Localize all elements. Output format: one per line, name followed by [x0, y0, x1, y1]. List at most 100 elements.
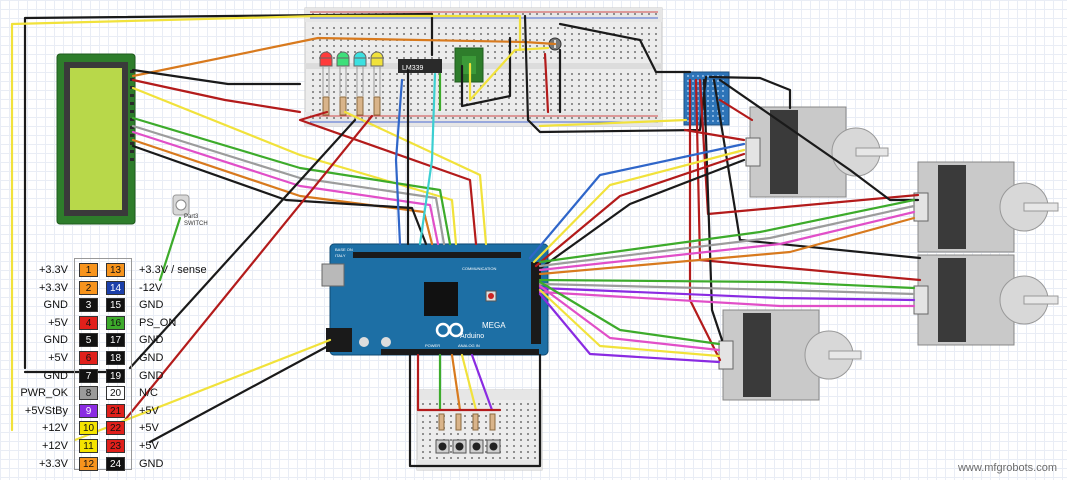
atx-pin-label-left: +12V: [42, 422, 68, 435]
wire: [538, 284, 721, 352]
atx-pin-label-left: GND: [43, 369, 68, 382]
atx-pin-number: 15: [106, 298, 125, 313]
resistor-group: [322, 96, 381, 116]
arduino-analog-header: ANALOG IN: [458, 343, 480, 348]
wire: [131, 86, 458, 246]
atx-pin-number: 8: [79, 386, 98, 401]
atx-pin-label-left: +5V: [48, 316, 68, 329]
atx-pin-label-right: GND: [139, 352, 164, 364]
arduino-mega-board: [321, 243, 549, 356]
atx-pin-label-left: +3.3V: [38, 281, 68, 294]
atx-pin-number: 11: [79, 439, 98, 453]
switch-label-line1: Part3: [184, 214, 199, 220]
atx-pin-label-left: GND: [43, 334, 68, 347]
wire: [538, 118, 688, 128]
power-switch: [172, 194, 190, 216]
atx-connector-frame: [74, 258, 132, 470]
wire: [131, 124, 446, 246]
wire: [131, 144, 428, 246]
wire: [702, 78, 724, 342]
atx-pin-number: 6: [79, 351, 98, 365]
arduino-model: MEGA: [482, 321, 506, 330]
wire: [534, 152, 746, 268]
atx-pin-number: 22: [106, 421, 125, 436]
atx-pin-label-left: +5V: [48, 352, 68, 364]
atx-pin-label-right: GND: [139, 299, 164, 312]
wire: [450, 353, 462, 412]
atx-pin-number: 7: [79, 368, 98, 383]
atx-pin-label-right: PS_ON: [139, 316, 177, 329]
wire: [468, 46, 550, 102]
wire: [131, 138, 434, 246]
atx-pin-label-left: +5VStBy: [24, 404, 68, 417]
wire: [538, 216, 916, 276]
atx-pin-label-left: +3.3V: [38, 457, 68, 470]
atx-pin-label-right: +5V: [139, 422, 159, 435]
wire: [418, 72, 437, 246]
atx-pin-label-left: GND: [43, 299, 68, 312]
atx-pin-number: 16: [106, 315, 125, 330]
push-button-group: [435, 413, 501, 454]
atx-pin-number: 5: [79, 333, 98, 348]
wire: [131, 116, 452, 246]
wire: [538, 210, 916, 272]
atx-pin-number: 3: [79, 298, 98, 313]
arduino-brand: Arduino: [460, 333, 484, 340]
wire: [131, 36, 557, 78]
wire: [558, 22, 692, 74]
arduino-pcb-text: ITALY: [335, 253, 346, 258]
wire: [416, 353, 502, 412]
stepper-motor-1: [745, 106, 889, 198]
atx-pin-number: 20: [106, 386, 125, 401]
wire: [538, 282, 916, 296]
wire: [10, 14, 522, 432]
atx-pin-label-left: +12V: [42, 440, 68, 452]
wire: [538, 198, 916, 264]
atx-pin-label-right: GND: [139, 457, 164, 470]
wire: [683, 128, 746, 142]
wire: [538, 280, 721, 346]
wire: [538, 292, 721, 364]
atx-pin-label-right: GND: [139, 369, 164, 382]
atx-pin-number: 24: [106, 456, 125, 471]
wire: [343, 110, 488, 246]
atx-pin-number: 10: [79, 421, 98, 436]
wire: [538, 204, 916, 268]
wire: [532, 148, 746, 264]
atx-pin-label-left: +3.3V: [38, 264, 68, 276]
wire: [712, 78, 922, 260]
wire: [470, 353, 494, 412]
bottom-breadboard: [416, 389, 543, 471]
switch-label: Part3 SWITCH: [184, 214, 208, 228]
stepper-motor-4: [718, 309, 862, 401]
wire: [131, 68, 302, 86]
comparator-ic: LM339: [398, 59, 442, 73]
wire: [298, 110, 478, 246]
wire: [538, 288, 721, 358]
atx-pin-label-right: +5V: [139, 404, 159, 417]
wire: [543, 52, 550, 114]
wire: [131, 130, 440, 246]
atx-pin-number: 1: [79, 263, 98, 277]
wire: [538, 278, 916, 290]
stepper-motor-2: [913, 161, 1059, 253]
atx-pin-number: 13: [106, 263, 125, 277]
atx-pin-label-right: +3.3V / sense: [139, 264, 207, 276]
wire: [536, 158, 746, 272]
wire: [460, 353, 478, 412]
atx-pin-number: 2: [79, 280, 98, 295]
atx-pin-number: 21: [106, 403, 125, 418]
ic-label: LM339: [402, 65, 424, 72]
atx-pin-label-right: -12V: [139, 281, 163, 294]
wire: [158, 216, 182, 282]
top-breadboard: [304, 7, 663, 127]
wire: [538, 286, 916, 302]
wire: [394, 78, 404, 246]
wire: [460, 36, 512, 108]
atx-pin-number: 19: [106, 368, 125, 383]
atx-pin-label-right: GND: [139, 334, 164, 347]
wire: [538, 290, 916, 308]
wire: [528, 142, 746, 260]
stepper-motor-3: [913, 254, 1059, 346]
atx-pin-label-right: +5V: [139, 440, 159, 452]
